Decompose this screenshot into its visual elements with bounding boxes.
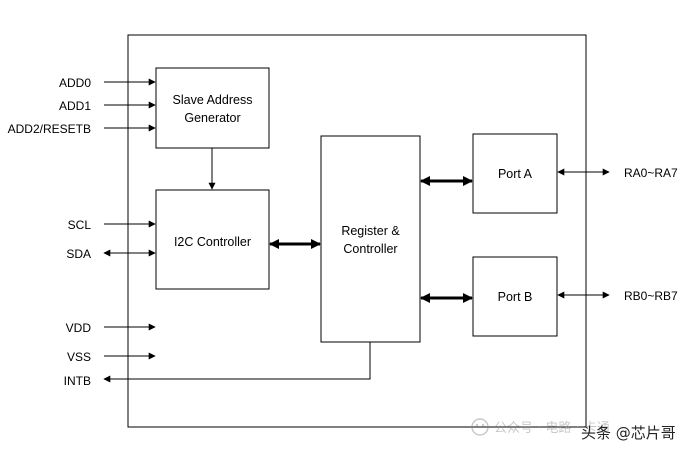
watermark-author-text: 头条 @芯片哥 — [581, 424, 676, 442]
pin-label-ra: RA0~RA7 — [624, 166, 678, 180]
chip-boundary — [127, 34, 587, 428]
wechat-icon — [471, 418, 489, 436]
pin-label-add2-resetb: ADD2/RESETB — [8, 122, 91, 136]
watermark: 公众号 · 电路 · 卡通 — [471, 418, 610, 436]
pin-label-vss: VSS — [67, 350, 91, 364]
i2c-controller-label: I2C Controller — [174, 235, 251, 249]
pin-label-scl: SCL — [68, 218, 92, 232]
slave-address-generator-block — [155, 67, 270, 149]
pin-label-rb: RB0~RB7 — [624, 289, 678, 303]
port-a-block — [472, 133, 558, 214]
pin-label-add0: ADD0 — [59, 76, 91, 90]
port-b-label: Port B — [498, 290, 533, 304]
pin-label-sda: SDA — [66, 247, 91, 261]
pin-label-intb: INTB — [64, 374, 91, 388]
watermark-account-text: 公众号 · 电路 · 卡通 — [494, 420, 610, 436]
slave-address-label-line1: Slave Address — [173, 93, 253, 107]
register-label-line2: Controller — [343, 242, 397, 256]
i2c-controller-block — [155, 189, 270, 290]
register-controller-block — [320, 135, 421, 343]
slave-address-label-line2: Generator — [184, 111, 240, 125]
intb-arrow — [103, 342, 371, 383]
register-label-line1: Register & — [341, 224, 400, 238]
pin-label-vdd: VDD — [66, 321, 92, 335]
pin-label-add1: ADD1 — [59, 99, 91, 113]
port-a-label: Port A — [498, 167, 533, 181]
port-b-block — [472, 256, 558, 337]
